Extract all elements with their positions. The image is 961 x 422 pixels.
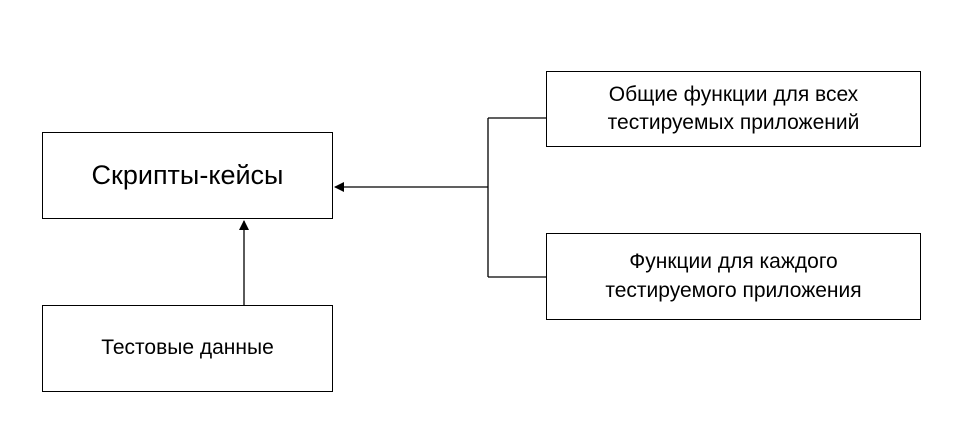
node-common-functions: Общие функции для всех тестируемых прило… [546,71,921,147]
node-scripts-label: Скрипты-кейсы [91,160,284,191]
node-per-app-functions-line1: Функции для каждого [629,250,838,274]
node-per-app-functions: Функции для каждого тестируемого приложе… [546,233,921,320]
node-test-data-label: Тестовые данные [101,336,274,360]
node-scripts-cases: Скрипты-кейсы [42,132,333,219]
node-common-functions-line2: тестируемых приложений [607,111,860,134]
node-per-app-functions-line2: тестируемого приложения [605,278,862,302]
node-common-functions-line1: Общие функции для всех [608,82,859,106]
node-test-data: Тестовые данные [42,305,333,392]
